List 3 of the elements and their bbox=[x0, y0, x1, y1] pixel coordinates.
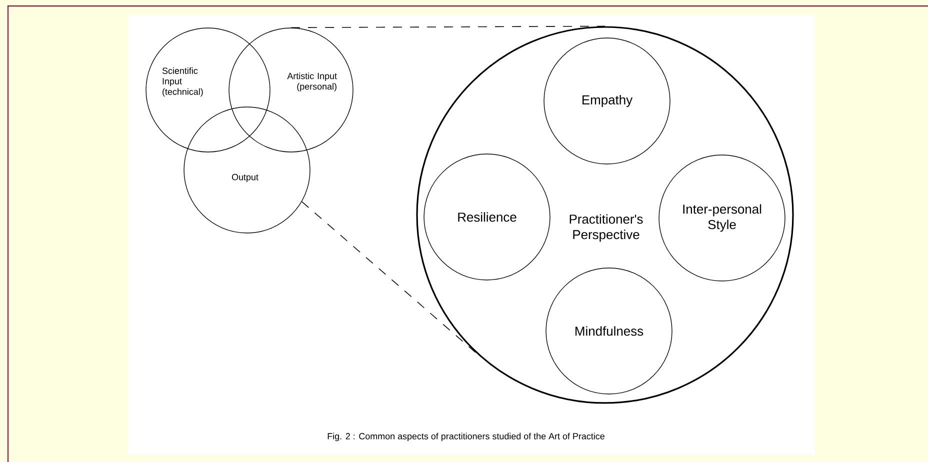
caption: Fig. 2 : Common aspects of practitioners studied of the Art of Practice bbox=[328, 432, 604, 442]
dashed-line bbox=[301, 201, 477, 354]
dashed-line bbox=[290, 26, 606, 28]
